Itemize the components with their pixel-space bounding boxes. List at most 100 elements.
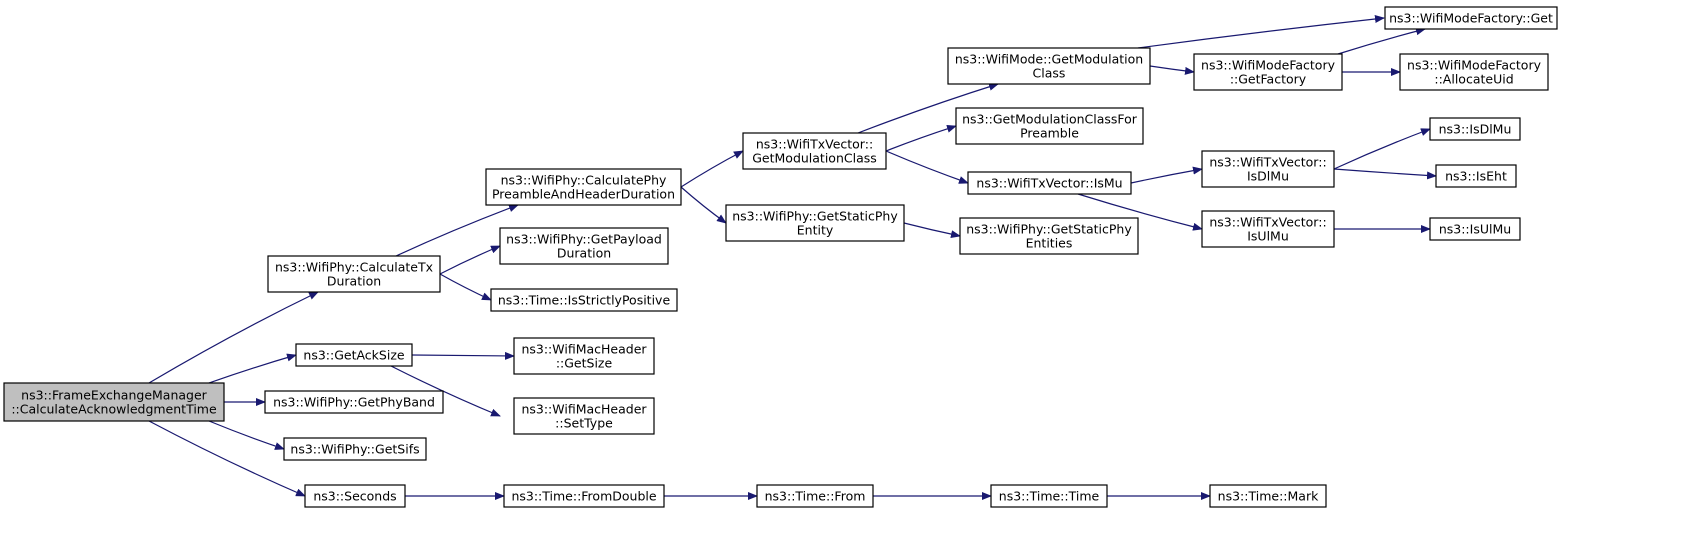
node-label: ns3::WifiTxVector::IsMu [976,176,1122,191]
node-label: Entities [1026,236,1073,251]
node-machdrgetsize[interactable]: ns3::WifiMacHeader::GetSize [513,337,655,375]
node-label: ns3::WifiTxVector:: [756,137,873,152]
edge-getacksize-to-machdrsettype [390,365,501,417]
edge-modegetmod-to-factorygetfactory [1149,65,1195,75]
node-label: ns3::FrameExchangeManager [21,388,207,403]
node-box [1429,117,1521,141]
node-fromdouble[interactable]: ns3::Time::FromDouble [503,484,665,508]
node-box [3,382,225,422]
node-box [1193,53,1343,91]
edge-root-to-getsifs [208,420,285,450]
node-label: IsDlMu [1247,169,1289,184]
node-label: Entity [797,223,834,238]
node-label: ns3::WifiMacHeader [521,342,647,357]
edge-root-to-getacksize [208,353,297,384]
node-isulmu[interactable]: ns3::IsUlMu [1429,217,1521,241]
node-allocateuid[interactable]: ns3::WifiModeFactory::AllocateUid [1399,53,1549,91]
node-label: ns3::WifiPhy::GetStaticPhy [966,222,1132,237]
node-label: ns3::IsUlMu [1439,222,1511,237]
node-box [1399,53,1549,91]
node-label: ns3::WifiPhy::GetStaticPhy [732,209,898,224]
node-label: ns3::WifiPhy::GetSifs [290,442,419,457]
node-label: ns3::WifiPhy::GetPhyBand [273,395,435,410]
node-timemark[interactable]: ns3::Time::Mark [1209,484,1327,508]
node-txvecisdlmu[interactable]: ns3::WifiTxVector::IsDlMu [1201,150,1335,188]
node-getsifs[interactable]: ns3::WifiPhy::GetSifs [283,437,427,461]
node-label: ns3::Time::FromDouble [511,489,656,504]
node-label: ns3::WifiPhy::GetPayload [506,232,662,247]
node-label: ns3::GetAckSize [303,348,404,363]
edge-getstaticphyentity-to-getstaticphyentities [903,222,961,239]
node-seconds[interactable]: ns3::Seconds [304,484,406,508]
node-label: ::GetFactory [1230,72,1307,87]
node-box [264,390,444,414]
edge-calcpreamble-to-txvecgetmod [680,150,744,188]
node-label: Class [1033,66,1066,81]
node-box [967,171,1132,195]
edge-modegetmod-to-factoryget [1137,15,1385,49]
node-txvecisulmu[interactable]: ns3::WifiTxVector::IsUlMu [1201,210,1335,248]
node-label: ::AllocateUid [1434,72,1513,87]
node-label: IsUlMu [1247,229,1289,244]
edge-calcpreamble-to-getstaticphyentity [680,186,727,224]
node-box [955,107,1144,145]
node-box [1384,6,1558,30]
edges [148,15,1437,500]
edge-root-to-seconds [148,420,306,497]
node-box [304,484,406,508]
node-box [959,217,1139,255]
node-label: ns3::Time::Time [999,489,1100,504]
node-calcpreamble[interactable]: ns3::WifiPhy::CalculatePhyPreambleAndHea… [485,168,682,206]
node-label: Duration [327,274,381,289]
node-box [513,397,655,435]
node-root[interactable]: ns3::FrameExchangeManager::CalculateAckn… [3,382,225,422]
node-label: ns3::WifiMacHeader [521,402,647,417]
edge-calctx-to-isstrictly [439,273,492,301]
node-txvecgetmod[interactable]: ns3::WifiTxVector::GetModulationClass [742,132,887,170]
node-box [756,484,874,508]
node-machdrsettype[interactable]: ns3::WifiMacHeader::SetType [513,397,655,435]
node-label: ::GetSize [556,356,613,371]
node-isstrictly[interactable]: ns3::Time::IsStrictlyPositive [490,288,678,312]
node-label: GetModulationClass [752,151,877,166]
node-label: ns3::WifiModeFactory [1407,58,1542,73]
node-label: ns3::WifiTxVector:: [1209,215,1326,230]
node-box [725,204,905,242]
node-box [503,484,665,508]
node-getacksize[interactable]: ns3::GetAckSize [295,343,413,367]
node-label: ns3::WifiMode::GetModulation [955,52,1143,67]
node-box [1435,164,1517,188]
node-label: Preamble [1020,126,1079,141]
node-factoryget[interactable]: ns3::WifiModeFactory::Get [1384,6,1558,30]
edge-txvecgetmod-to-modegetmod [857,82,999,134]
node-label: PreambleAndHeaderDuration [492,187,675,202]
node-timetime[interactable]: ns3::Time::Time [990,484,1108,508]
edge-txvecgetmod-to-getmodforpreamble [885,124,957,152]
node-box [742,132,887,170]
node-txvecismu[interactable]: ns3::WifiTxVector::IsMu [967,171,1132,195]
edge-factorygetfactory-to-factoryget [1337,27,1426,55]
node-box [1429,217,1521,241]
nodes: ns3::FrameExchangeManager::CalculateAckn… [3,6,1558,508]
node-factorygetfactory[interactable]: ns3::WifiModeFactory::GetFactory [1193,53,1343,91]
node-label: ns3::GetModulationClassFor [962,112,1138,127]
node-label: ns3::WifiPhy::CalculateTx [275,260,433,275]
node-box [283,437,427,461]
node-timefrom[interactable]: ns3::Time::From [756,484,874,508]
node-modegetmod[interactable]: ns3::WifiMode::GetModulationClass [947,47,1151,85]
node-isdlmu[interactable]: ns3::IsDlMu [1429,117,1521,141]
edge-txvecisdlmu-to-isdlmu [1333,128,1431,170]
node-label: ns3::WifiTxVector:: [1209,155,1326,170]
node-box [295,343,413,367]
node-label: ns3::WifiModeFactory::Get [1389,11,1553,26]
node-box [267,255,441,293]
node-iseht[interactable]: ns3::IsEht [1435,164,1517,188]
node-label: ns3::Time::IsStrictlyPositive [498,293,671,308]
edge-txvecismu-to-txvecisdlmu [1130,166,1203,184]
node-getphyband[interactable]: ns3::WifiPhy::GetPhyBand [264,390,444,414]
